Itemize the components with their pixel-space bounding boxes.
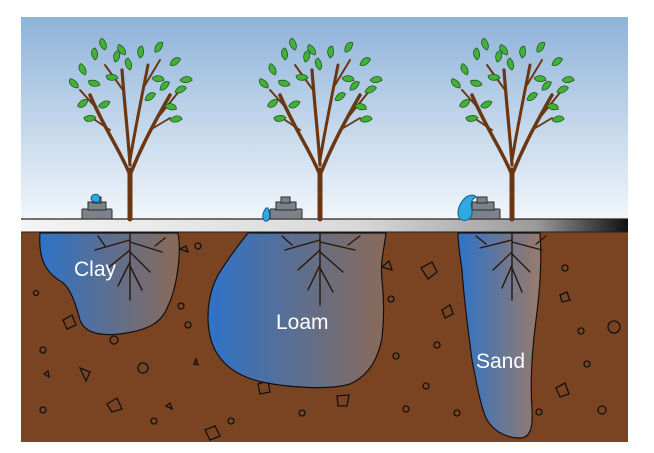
water-drop-icon — [262, 207, 271, 222]
tree-icon — [67, 37, 194, 222]
loam-water-zone — [207, 232, 387, 389]
clay-water-zone — [39, 232, 180, 336]
loam-label: Loam — [276, 311, 329, 334]
ground-surface — [21, 219, 628, 232]
dripper-icon — [465, 196, 501, 220]
water-drop-icon — [90, 193, 101, 203]
sand-label: Sand — [476, 350, 525, 373]
water-drop-icon — [457, 194, 477, 221]
clay-label: Clay — [74, 258, 117, 281]
root-icon — [94, 232, 547, 306]
sand-water-zone — [457, 232, 542, 439]
